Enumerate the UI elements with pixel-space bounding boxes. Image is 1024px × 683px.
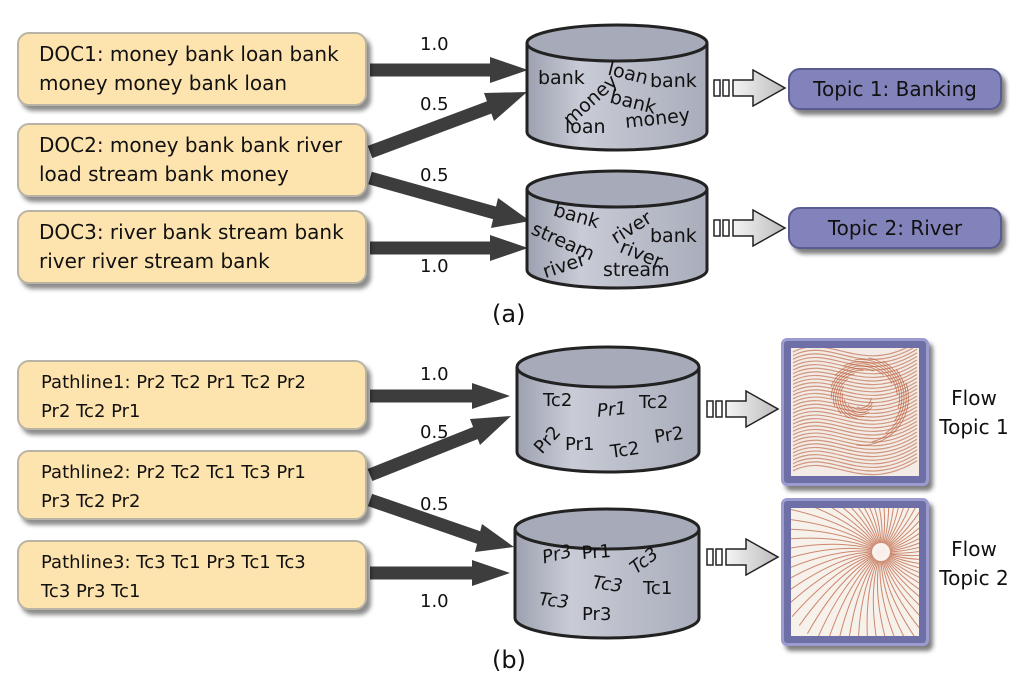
doc-line: money money bank loan: [39, 71, 288, 95]
connector-arrow: [370, 383, 510, 409]
flow-streamlines-image: [791, 348, 919, 476]
pathline-line: Tc3 Pr3 Tc1: [41, 581, 141, 602]
doc-line: DOC3: river bank stream bank: [39, 220, 344, 244]
connector-arrow: [370, 235, 528, 261]
connector-arrow: [370, 57, 528, 83]
hollow-arrow: [706, 389, 780, 429]
weight-label: 1.0: [420, 364, 449, 385]
pathline-box-2: Pathline2: Pr2 Tc2 Tc1 Tc3 Pr1 Pr3 Tc2 P…: [17, 450, 367, 520]
bucket-word: stream: [603, 259, 670, 281]
pathline-line: Pathline2: Pr2 Tc2 Tc1 Tc3 Pr1: [41, 462, 306, 483]
pathline-line: Pathline1: Pr2 Tc2 Pr1 Tc2 Pr2: [41, 372, 306, 393]
bucket-word: Tc2: [639, 392, 669, 413]
bucket-word: Tc3: [591, 572, 624, 597]
flow-topic-line: Flow: [951, 537, 997, 561]
flow-topic-line: Topic 2: [939, 566, 1009, 590]
document-box-doc3: DOC3: river bank stream bank river river…: [17, 210, 367, 284]
weight-label: 0.5: [420, 165, 449, 186]
pathline-box-3: Pathline3: Tc3 Tc1 Pr3 Tc1 Tc3 Tc3 Pr3 T…: [17, 540, 367, 610]
pathline-line: Pr2 Tc2 Pr1: [41, 401, 141, 422]
bucket-word: bank: [650, 70, 697, 92]
topic-label: Topic 2: River: [827, 216, 963, 240]
doc-line: DOC1: money bank loan bank: [39, 42, 339, 66]
weight-label: 0.5: [420, 94, 449, 115]
weight-label: 1.0: [420, 34, 449, 55]
doc-line: load stream bank money: [39, 162, 289, 186]
bucket-word: Pr1: [596, 397, 628, 422]
weight-label: 0.5: [420, 494, 449, 515]
connector-arrow: [367, 416, 511, 482]
flow-topic-line: Flow: [951, 386, 997, 410]
topic-bucket: [515, 345, 701, 474]
subfigure-label-a: (a): [492, 300, 526, 328]
hollow-arrow: [706, 537, 780, 577]
doc-line: DOC2: money bank bank river: [39, 133, 343, 157]
doc-line: river river stream bank: [39, 249, 270, 273]
bucket-word: Tc1: [643, 578, 673, 599]
flow-topic-label-1: Flow Topic 1: [929, 384, 1019, 442]
connector-arrow: [367, 493, 514, 552]
hollow-arrow: [713, 208, 787, 248]
topic-label: Topic 1: Banking: [813, 77, 977, 101]
bucket-word: Pr3: [582, 604, 612, 625]
bucket-word: Tc2: [609, 437, 641, 463]
subfigure-label-b: (b): [492, 646, 526, 674]
weight-label: 1.0: [420, 591, 449, 612]
weight-label: 1.0: [420, 256, 449, 277]
topic-box-banking: Topic 1: Banking: [788, 68, 1002, 110]
bucket-word: Tc3: [537, 589, 570, 614]
document-box-doc1: DOC1: money bank loan bank money money b…: [17, 32, 367, 106]
hollow-arrow: [713, 68, 787, 108]
flow-topic-2-image: [781, 498, 929, 646]
bucket-word: Pr1: [565, 434, 595, 455]
bucket-word: bank: [538, 67, 585, 89]
connector-arrow: [367, 92, 527, 159]
flow-streamlines-image: [791, 508, 919, 636]
topic-bucket: [513, 507, 701, 640]
bucket-word: loan: [565, 116, 606, 138]
pathline-box-1: Pathline1: Pr2 Tc2 Pr1 Tc2 Pr2 Pr2 Tc2 P…: [17, 360, 367, 430]
topic-box-river: Topic 2: River: [788, 207, 1002, 249]
bucket-word: bank: [650, 225, 697, 247]
connector-arrow: [368, 171, 530, 228]
bucket-word: Pr1: [581, 540, 612, 564]
topic-bucket: [525, 23, 709, 152]
bucket-word: Tc2: [543, 390, 573, 411]
weight-label: 0.5: [420, 422, 449, 443]
pathline-line: Pathline3: Tc3 Tc1 Pr3 Tc1 Tc3: [41, 552, 306, 573]
flow-topic-line: Topic 1: [939, 415, 1009, 439]
flow-topic-label-2: Flow Topic 2: [929, 535, 1019, 593]
bucket-word: Pr2: [653, 422, 686, 448]
topic-bucket: [525, 169, 709, 290]
flow-topic-1-image: [781, 338, 929, 486]
document-box-doc2: DOC2: money bank bank river load stream …: [17, 123, 367, 197]
pathline-line: Pr3 Tc2 Pr2: [41, 491, 141, 512]
connector-arrow: [370, 560, 510, 586]
